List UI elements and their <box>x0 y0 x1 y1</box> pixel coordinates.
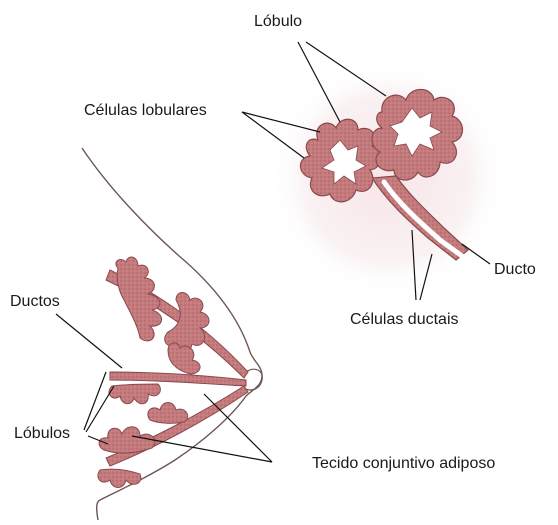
label-tecido-conjuntivo-adiposo: Tecido conjuntivo adiposo <box>312 456 495 472</box>
main-duct-middle <box>110 372 246 386</box>
magnified-lobule <box>270 60 506 296</box>
label-celulas-ductais: Células ductais <box>350 312 459 328</box>
breast-profile <box>82 148 262 520</box>
lower-lobules-2 <box>148 403 188 424</box>
leader-lobulos-2 <box>86 386 114 432</box>
label-lobulo: Lóbulo <box>254 14 302 30</box>
middle-lobules <box>109 384 160 404</box>
leader-lobulos-1 <box>84 372 106 430</box>
label-ductos: Ductos <box>10 294 60 310</box>
label-lobulos: Lóbulos <box>14 426 70 442</box>
lower-lobules <box>99 427 155 453</box>
label-ducto: Ducto <box>494 262 536 278</box>
label-celulas-lobulares: Células lobulares <box>84 103 207 119</box>
lower-lobules-3 <box>98 469 141 487</box>
leader-ductos <box>56 314 122 368</box>
upper-lobules <box>116 257 162 341</box>
middle-lobules-right <box>168 343 200 374</box>
